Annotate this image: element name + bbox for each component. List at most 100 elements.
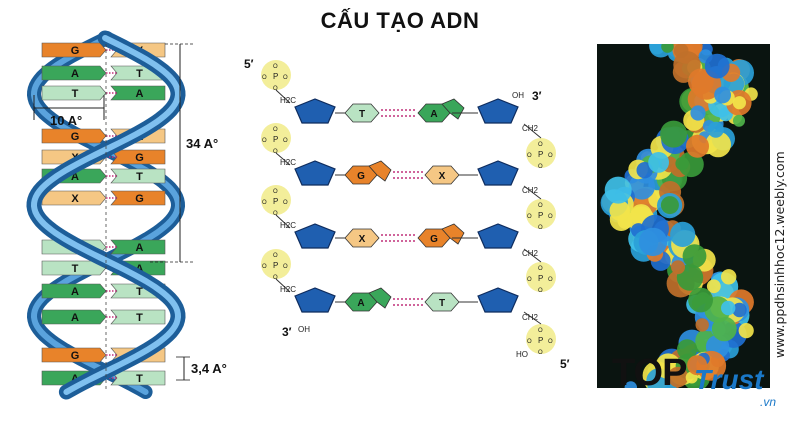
base: A (344, 287, 392, 312)
phosphate-o-label: O (548, 214, 553, 220)
base-right-label: A (136, 242, 144, 254)
pitch-label: 34 A° (186, 136, 218, 151)
base: X (424, 165, 460, 185)
base-left-label: G (71, 350, 80, 362)
phosphate-circle (526, 138, 556, 168)
ch2-label: CH2 (522, 249, 539, 258)
atom-sphere (604, 176, 632, 204)
base: T (424, 292, 460, 312)
atom-sphere (682, 244, 707, 268)
base-ring (344, 228, 380, 248)
phosphate-o-label: O (527, 277, 532, 283)
h2c-label: H2C (280, 285, 296, 294)
logo-top: TOP (612, 352, 687, 394)
pentose-sugar (294, 98, 336, 124)
phosphate-o-label: O (283, 264, 288, 270)
base-left (41, 283, 107, 299)
atom-sphere (690, 105, 706, 121)
pentose-sugar (294, 287, 336, 313)
phosphate-p-label: P (273, 135, 278, 144)
base-right-label: T (136, 373, 143, 385)
phosphate-p-label: P (538, 336, 543, 345)
phosphate-o-label: O (538, 164, 543, 170)
base-left-label: A (71, 68, 79, 80)
atom-sphere (687, 355, 708, 376)
left-backbone (275, 89, 291, 293)
atom-sphere (714, 86, 731, 104)
atom-sphere (667, 366, 689, 388)
base-right (110, 370, 166, 386)
phosphate-o-label: O (273, 211, 278, 217)
base-left-label: A (71, 312, 79, 324)
phosphate-o-label: O (283, 75, 288, 81)
atom-sphere (624, 381, 637, 388)
h2c-label: H2C (280, 158, 296, 167)
h2c-label: H2C (280, 96, 296, 105)
phosphate-o-label: O (283, 200, 288, 206)
base-left (41, 65, 107, 81)
atom-sphere (721, 269, 737, 285)
phosphate-circle (526, 199, 556, 229)
phosphate-o-label: O (538, 142, 543, 148)
base: G (344, 160, 392, 185)
five-prime-top: 5′ (244, 57, 254, 71)
pentose-sugar (477, 287, 519, 313)
phosphate-o-label: O (538, 288, 543, 294)
atom-sphere (660, 120, 688, 148)
phosphate-o-label: O (273, 64, 278, 70)
phosphate-o-label: O (273, 253, 278, 259)
right-backbone (523, 123, 542, 325)
phosphate-p-label: P (538, 150, 543, 159)
base-left-label: X (71, 193, 79, 205)
atom-sphere (733, 114, 745, 127)
atom-sphere (675, 156, 689, 171)
base-left-label: T (72, 88, 79, 100)
base-label: A (430, 109, 437, 120)
phosphate-o-label: O (527, 153, 532, 159)
phosphate-o-label: O (273, 86, 278, 92)
base-left (41, 347, 107, 363)
atom-sphere (688, 287, 713, 313)
atom-sphere (609, 200, 630, 221)
base-right (110, 309, 166, 325)
atom-sphere (660, 196, 679, 215)
base-left-label: G (71, 45, 80, 57)
oh-bottom: OH (298, 325, 310, 334)
step-label: 3,4 A° (191, 361, 227, 376)
base-right (110, 239, 166, 255)
atom-sphere (704, 53, 730, 79)
phosphate-o-label: O (273, 189, 278, 195)
phosphate-o-label: O (527, 214, 532, 220)
atom-sphere (732, 96, 746, 110)
page-title: CẤU TẠO ADN (320, 8, 480, 33)
phosphate-o-label: O (538, 328, 543, 334)
pentose-sugar (294, 223, 336, 249)
phosphate-o-label: O (538, 350, 543, 356)
phosphate-p-label: P (538, 211, 543, 220)
base-left-label: T (72, 263, 79, 275)
base: A (417, 98, 465, 123)
phosphate-o-label: O (527, 339, 532, 345)
three-prime-bottom: 3′ (282, 325, 292, 339)
atom-sphere (706, 279, 721, 294)
phosphate-o-label: O (538, 266, 543, 272)
base-left (41, 42, 107, 58)
atom-sphere (677, 339, 698, 360)
logo-trust: Trust (694, 364, 764, 395)
phosphate-circle (261, 249, 291, 279)
width-label: 10 A° (50, 113, 82, 128)
site-url-text: www.ppdhsinhhoc12.weebly.com (772, 151, 787, 358)
phosphate-o-label: O (273, 149, 278, 155)
base-label: X (439, 171, 446, 182)
pentose-sugar (477, 223, 519, 249)
base-ring (344, 103, 380, 123)
